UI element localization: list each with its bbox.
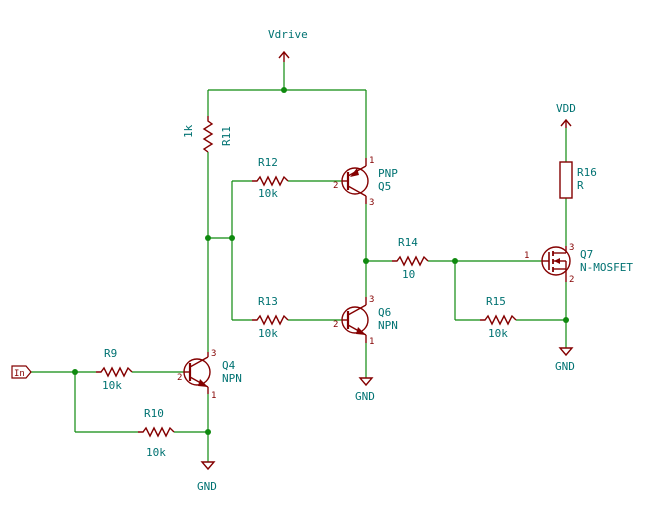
q7-pin-3: 3 — [569, 243, 574, 253]
gnd-label: GND — [555, 360, 575, 373]
input-port: In — [11, 365, 32, 379]
q5-pin-3: 3 — [369, 198, 374, 208]
resistor-r16: R16 R — [559, 161, 597, 199]
r9-ref: R9 — [104, 347, 117, 360]
q5-value: PNP — [378, 167, 398, 180]
q4-pin-1: 1 — [211, 391, 216, 401]
r12-value: 10k — [258, 187, 278, 200]
resistor-r9: R9 10k — [96, 347, 133, 392]
transistor-q7: 1 3 2 Q7 N-MOSFET — [524, 243, 633, 285]
q7-ref: Q7 — [580, 248, 593, 261]
junction-dot — [363, 258, 369, 264]
q7-pin-1: 1 — [524, 251, 529, 261]
r16-ref: R16 — [577, 166, 597, 179]
r14-value: 10 — [402, 268, 415, 281]
gnd-label: GND — [197, 480, 217, 493]
junction-dot — [229, 235, 235, 241]
q4-pin-3: 3 — [211, 349, 216, 359]
q7-value: N-MOSFET — [580, 261, 633, 274]
junctions — [72, 87, 569, 435]
q5-pin-1: 1 — [369, 156, 374, 166]
q7-pin-2: 2 — [569, 275, 574, 285]
r15-ref: R15 — [486, 295, 506, 308]
r13-ref: R13 — [258, 295, 278, 308]
q6-ref: Q6 — [378, 306, 391, 319]
junction-dot — [205, 235, 211, 241]
junction-dot — [205, 429, 211, 435]
r11-ref: R11 — [220, 126, 233, 146]
r10-ref: R10 — [144, 407, 164, 420]
r12-ref: R12 — [258, 156, 278, 169]
r15-value: 10k — [488, 327, 508, 340]
q4-ref: Q4 — [222, 359, 236, 372]
resistor-r10: R10 10k — [138, 407, 175, 459]
q5-pin-2: 2 — [333, 181, 338, 191]
q6-value: NPN — [378, 319, 398, 332]
junction-dot — [452, 258, 458, 264]
input-label: In — [14, 369, 25, 379]
r14-ref: R14 — [398, 236, 418, 249]
resistor-r14: R14 10 — [392, 236, 429, 281]
q4-pin-2: 2 — [177, 373, 182, 383]
gnd-q6: GND — [355, 377, 375, 403]
gnd-q4: GND — [197, 461, 217, 493]
power-vdrive: Vdrive — [268, 28, 308, 62]
transistor-q4: 3 2 1 Q4 NPN — [177, 349, 242, 401]
q5-ref: Q5 — [378, 180, 391, 193]
q6-pin-3: 3 — [369, 295, 374, 305]
r10-value: 10k — [146, 446, 166, 459]
resistor-r13: R13 10k — [252, 295, 289, 340]
power-vdd: VDD — [556, 102, 576, 128]
resistor-r11: R11 1k — [182, 116, 233, 153]
wires — [30, 62, 567, 462]
r11-value: 1k — [182, 124, 195, 138]
transistor-q6: 3 2 1 Q6 NPN — [333, 295, 398, 347]
gnd-q7: GND — [555, 347, 575, 373]
r9-value: 10k — [102, 379, 122, 392]
r16-value: R — [577, 179, 584, 192]
junction-dot — [281, 87, 287, 93]
vdd-label: VDD — [556, 102, 576, 115]
resistor-r15: R15 10k — [480, 295, 517, 340]
q6-pin-2: 2 — [333, 320, 338, 330]
junction-dot — [72, 369, 78, 375]
q4-value: NPN — [222, 372, 242, 385]
gnd-label: GND — [355, 390, 375, 403]
vdrive-label: Vdrive — [268, 28, 308, 41]
resistor-r12: R12 10k — [252, 156, 289, 200]
junction-dot — [563, 317, 569, 323]
transistor-q5: 1 2 3 PNP Q5 — [333, 156, 398, 208]
r13-value: 10k — [258, 327, 278, 340]
q6-pin-1: 1 — [369, 337, 374, 347]
